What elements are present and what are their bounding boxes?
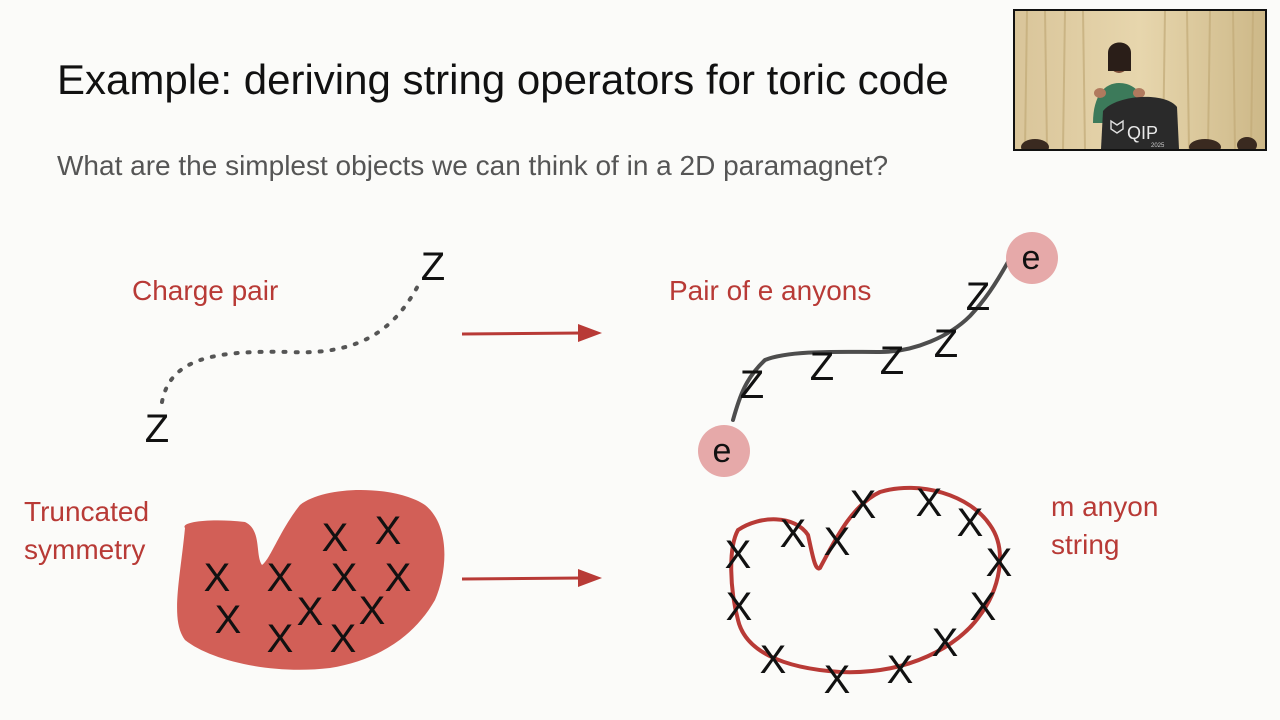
x-symbol: X <box>359 589 386 633</box>
z-symbol: Z <box>145 407 169 451</box>
m-anyon-line1: m anyon <box>1051 491 1159 522</box>
podium-year: 2025 <box>1151 143 1165 149</box>
podium: QIP 2025 <box>1101 96 1179 149</box>
x-symbol: X <box>204 556 231 600</box>
x-symbol: X <box>267 556 294 600</box>
x-symbol: X <box>726 585 753 629</box>
speaker-video-frame: QIP 2025 <box>1015 11 1265 149</box>
audience <box>1021 137 1257 149</box>
speaker-video-inset: QIP 2025 <box>1013 9 1267 151</box>
x-symbol: X <box>375 509 402 553</box>
x-symbol: X <box>824 520 851 564</box>
x-symbol: X <box>824 658 851 702</box>
e-symbol: e <box>1022 239 1041 277</box>
m-anyon-loop <box>729 485 1002 675</box>
x-symbol: X <box>932 621 959 665</box>
x-symbol: X <box>916 481 943 525</box>
x-symbol: X <box>780 512 807 556</box>
x-symbol: X <box>330 617 357 661</box>
truncated-symmetry-blob <box>177 490 445 670</box>
charge-pair-label: Charge pair <box>132 275 279 306</box>
x-symbol: X <box>986 541 1013 585</box>
x-symbol: X <box>760 638 787 682</box>
z-symbol: Z <box>421 245 445 289</box>
x-symbol: X <box>957 501 984 545</box>
x-symbol: X <box>215 598 242 642</box>
x-symbol: X <box>385 556 412 600</box>
x-symbol: X <box>297 590 324 634</box>
arrow-bottom <box>461 569 602 587</box>
truncated-symmetry-line1: Truncated <box>24 496 150 527</box>
m-anyon-string-label: m anyon string <box>1051 488 1158 564</box>
m-anyon-line2: string <box>1051 529 1120 560</box>
truncated-symmetry-line2: symmetry <box>24 534 146 565</box>
slide-subtitle: What are the simplest objects we can thi… <box>57 150 889 181</box>
e-anyon-pair-label: Pair of e anyons <box>669 275 872 306</box>
x-symbol: X <box>322 516 349 560</box>
truncated-symmetry-label: Truncated symmetry <box>24 493 149 569</box>
z-symbol: Z <box>966 275 990 319</box>
slide-title: Example: deriving string operators for t… <box>57 56 949 103</box>
x-symbol: X <box>725 533 752 577</box>
charge-pair-dotted-path <box>160 280 422 404</box>
e-anyon-circle-bottom <box>698 425 750 477</box>
z-symbol: Z <box>934 322 958 366</box>
podium-logo: QIP <box>1127 123 1158 143</box>
x-symbol: X <box>887 648 914 692</box>
e-anyon-circle-top <box>1006 232 1058 284</box>
x-symbol: X <box>331 556 358 600</box>
arrow-top <box>461 324 602 342</box>
x-symbol: X <box>850 483 877 527</box>
x-symbol: X <box>970 585 997 629</box>
e-symbol: e <box>713 432 732 470</box>
z-symbol: Z <box>810 345 834 389</box>
z-symbol: Z <box>740 363 764 407</box>
e-anyon-string-path <box>731 260 1010 422</box>
z-symbol: Z <box>880 339 904 383</box>
x-symbol: X <box>267 617 294 661</box>
